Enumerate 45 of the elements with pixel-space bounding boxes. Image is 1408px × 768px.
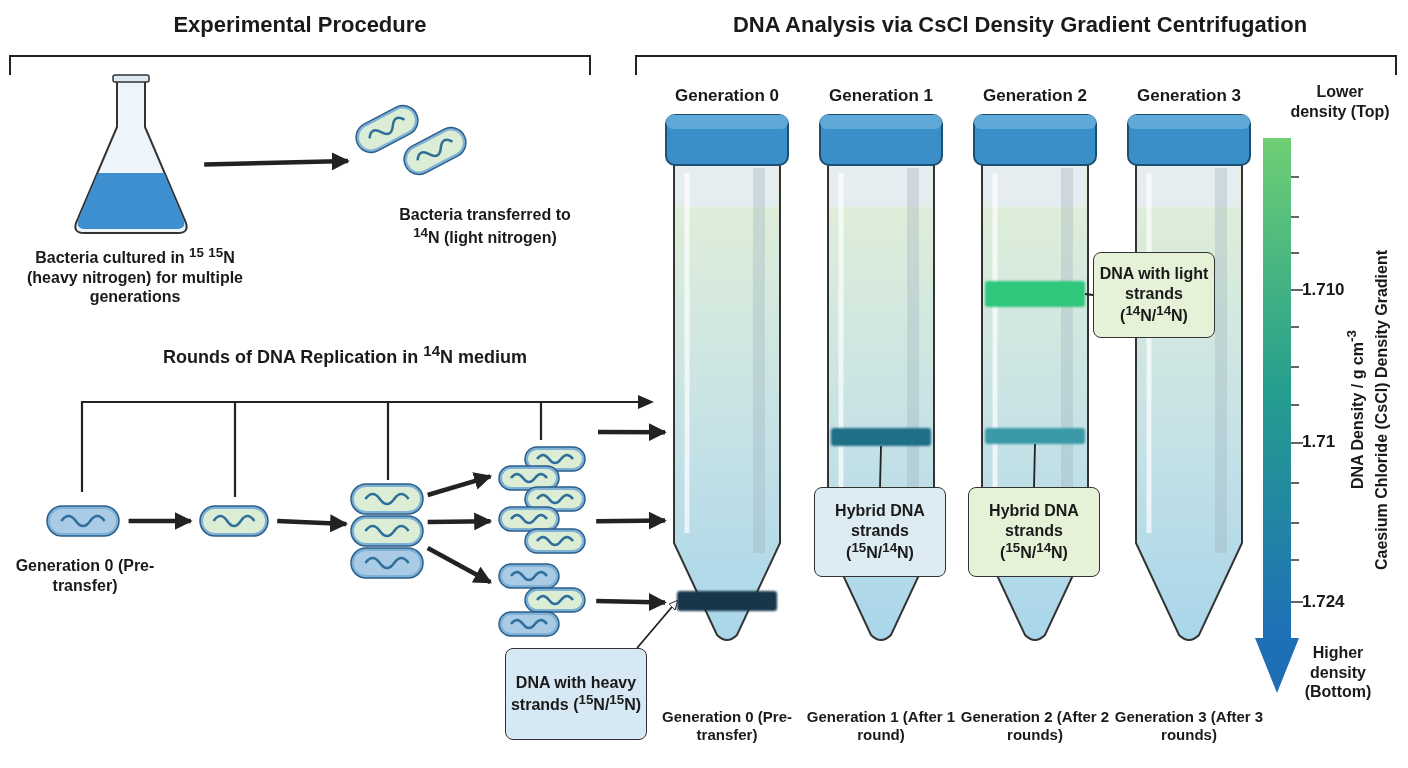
tick-label: 1.724 — [1302, 592, 1346, 613]
tube-label: Generation 2 — [982, 86, 1088, 107]
tube-label: Generation 0 — [674, 86, 780, 107]
tube-caption: Generation 1 (After 1 round) — [806, 708, 956, 745]
callout-box: Hybrid DNA strands ($^{15}$N/$^{14}$N) — [968, 487, 1100, 577]
arrow — [427, 512, 493, 531]
arrow — [277, 514, 349, 533]
tube-caption: Generation 3 (After 3 rounds) — [1114, 708, 1264, 745]
callout-box: DNA with light strands ($^{14}$N/$^{14}$N) — [1093, 252, 1215, 338]
arrow — [426, 546, 492, 585]
tube-caption: Generation 2 (After 2 rounds) — [960, 708, 1110, 745]
generation-label: Generation 0 (Pre-transfer) — [14, 556, 156, 596]
arrow — [596, 593, 667, 612]
callout-box: Hybrid DNA strands ($^{15}$N/$^{14}$N) — [814, 487, 946, 577]
leader-line — [636, 599, 679, 649]
tick-label: 1.710 — [1302, 280, 1346, 301]
bacteria-stack-drawing — [350, 482, 424, 582]
dna-band — [677, 591, 777, 611]
bacteria-cluster-drawing — [495, 562, 587, 640]
dna-band — [985, 428, 1085, 444]
dna-band — [831, 428, 931, 446]
axis-label: Caesium Chloride (CsCl) Density Gradient — [1372, 248, 1391, 573]
leader-line — [879, 445, 882, 488]
dna-band — [985, 281, 1085, 307]
arrow — [596, 511, 667, 530]
step-label: Bacteria cultured in $^{15}$ $^{15}$N (heavy nitrogen) for multiple generations — [26, 245, 244, 307]
leader-line — [1084, 293, 1094, 296]
bacterium-drawing — [45, 503, 121, 539]
step-label: Bacteria transferred to $^{14}$N (light nitrogen) — [398, 205, 572, 248]
bacteria-cluster-drawing — [495, 445, 587, 557]
arrow — [128, 512, 193, 530]
bacterium-drawing — [198, 503, 270, 539]
timeline-label: Rounds of DNA Replication in $^{14}$N medium — [162, 342, 528, 369]
arrow — [427, 472, 493, 498]
section-heading: DNA Analysis via CsCl Density Gradient Centrifugation — [731, 12, 1309, 39]
tube-label: Generation 1 — [828, 86, 934, 107]
scale-label: Higher density (Bottom) — [1303, 643, 1373, 702]
tube-label: Generation 3 — [1136, 86, 1242, 107]
section-heading: Experimental Procedure — [172, 12, 428, 39]
leader-line — [1033, 443, 1036, 488]
tube-caption: Generation 0 (Pre-transfer) — [660, 708, 793, 745]
scale-label: Lower density (Top) — [1290, 82, 1390, 122]
callout-box: DNA with heavy strands ($^{15}$N/$^{15}$N) — [505, 648, 647, 740]
arrow — [598, 423, 667, 442]
arrow — [204, 152, 350, 171]
